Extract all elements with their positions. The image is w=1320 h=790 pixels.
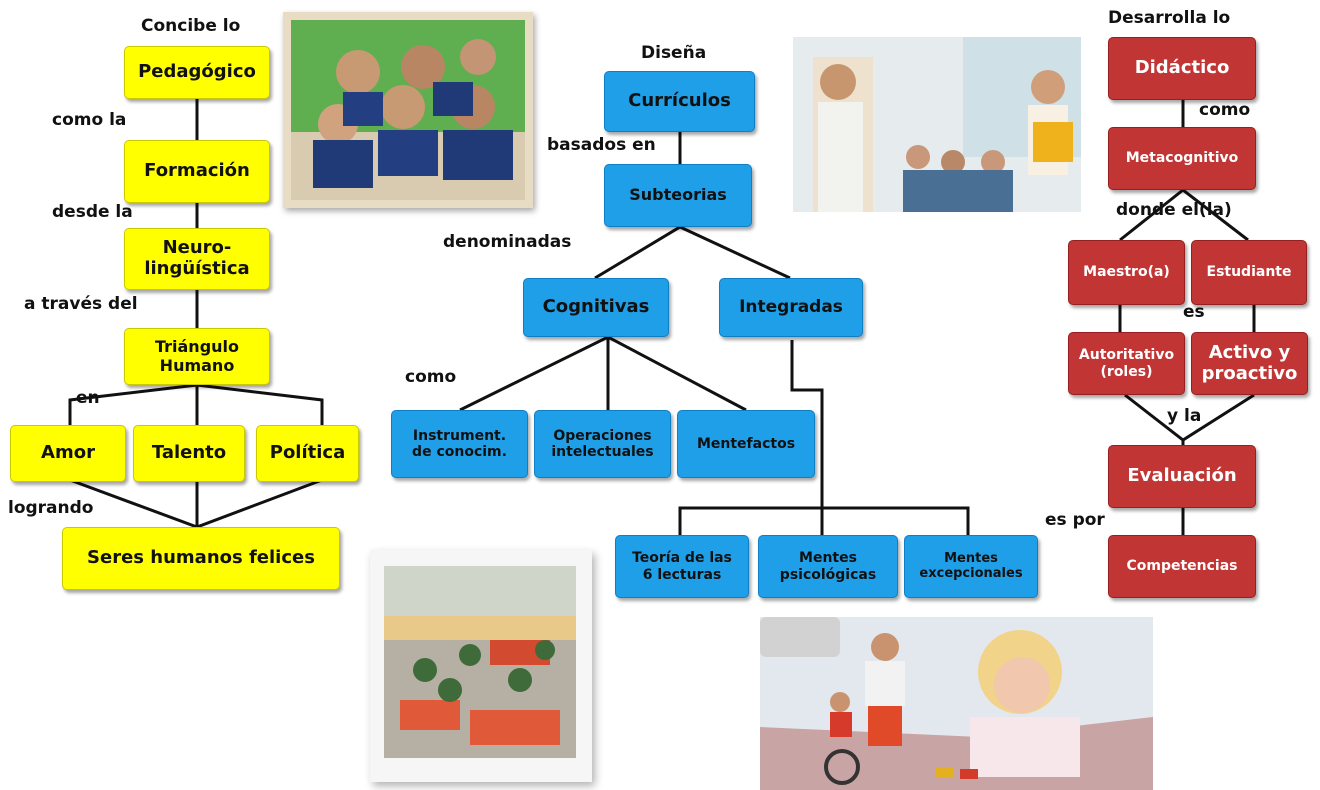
node-politica-label: Política	[269, 442, 346, 464]
node-triangulo-humano[interactable]: Triángulo Humano	[124, 328, 270, 385]
node-teoria-label: Teoría de las 6 lecturas	[632, 550, 732, 583]
y-la-label: y la	[1167, 406, 1202, 426]
logrando-label: logrando	[8, 498, 94, 518]
node-amor-label: Amor	[41, 442, 95, 464]
node-pedagogico-label: Pedagógico	[138, 61, 256, 83]
node-talento[interactable]: Talento	[133, 425, 245, 482]
como-label-center: como	[405, 367, 457, 387]
node-triangulo-label: Triángulo Humano	[154, 337, 240, 375]
node-mentes-psicologicas[interactable]: Mentes psicológicas	[758, 535, 898, 598]
node-neurolinguistica[interactable]: Neuro- lingüística	[124, 228, 270, 290]
node-talento-label: Talento	[151, 442, 227, 464]
node-curriculos-label: Currículos	[628, 90, 731, 112]
node-excepcionales-label: Mentes excepcionales	[919, 550, 1023, 581]
node-mentefactos-label: Mentefactos	[696, 435, 796, 452]
node-competencias[interactable]: Competencias	[1108, 535, 1256, 598]
node-subteorias-label: Subteorias	[629, 185, 727, 205]
node-instrumentos[interactable]: Instrument. de conocim.	[391, 410, 528, 478]
node-formacion-label: Formación	[144, 160, 250, 182]
classroom-photo-1	[283, 12, 533, 208]
node-formacion[interactable]: Formación	[124, 140, 270, 203]
node-curriculos[interactable]: Currículos	[604, 71, 755, 132]
node-estudiante[interactable]: Estudiante	[1191, 240, 1307, 305]
node-estudiante-label: Estudiante	[1206, 264, 1292, 281]
node-psicologicas-label: Mentes psicológicas	[779, 550, 877, 583]
node-integradas-label: Integradas	[739, 296, 843, 317]
node-seres-label: Seres humanos felices	[87, 547, 315, 569]
node-politica[interactable]: Política	[256, 425, 359, 482]
node-teoria-lecturas[interactable]: Teoría de las 6 lecturas	[615, 535, 749, 598]
node-cognitivas-label: Cognitivas	[542, 296, 650, 318]
desde-la-label: desde la	[52, 202, 133, 222]
teacher-students-photo	[793, 37, 1081, 212]
node-instrumentos-label: Instrument. de conocim.	[412, 427, 507, 460]
a-traves-label: a través del	[24, 294, 138, 314]
node-maestro[interactable]: Maestro(a)	[1068, 240, 1185, 305]
como-la-label: como la	[52, 110, 127, 130]
concibe-label: Concibe lo	[141, 16, 241, 36]
node-operaciones[interactable]: Operaciones intelectuales	[534, 410, 671, 478]
node-activo-proactivo[interactable]: Activo y proactivo	[1191, 332, 1308, 395]
es-label: es	[1183, 302, 1205, 322]
node-autoritativo[interactable]: Autoritativo (roles)	[1068, 332, 1185, 395]
classroom-photo-2	[370, 550, 592, 782]
node-didactico[interactable]: Didáctico	[1108, 37, 1256, 100]
node-cognitivas[interactable]: Cognitivas	[523, 278, 669, 337]
basados-en-label: basados en	[547, 135, 656, 155]
family-child-photo	[760, 617, 1153, 790]
node-competencias-label: Competencias	[1126, 558, 1238, 575]
denominadas-label: denominadas	[443, 232, 572, 252]
node-mentefactos[interactable]: Mentefactos	[677, 410, 815, 478]
node-pedagogico[interactable]: Pedagógico	[124, 46, 270, 99]
como-label-right: como	[1199, 100, 1251, 120]
node-integradas[interactable]: Integradas	[719, 278, 863, 337]
node-operaciones-label: Operaciones intelectuales	[551, 427, 654, 460]
desarrolla-label: Desarrolla lo	[1108, 8, 1231, 28]
donde-label: donde el(la)	[1116, 200, 1232, 220]
node-activo-label: Activo y proactivo	[1201, 341, 1298, 384]
node-metacognitivo[interactable]: Metacognitivo	[1108, 127, 1256, 190]
node-evaluacion[interactable]: Evaluación	[1108, 445, 1256, 508]
es-por-label: es por	[1045, 510, 1105, 530]
en-label: en	[76, 388, 100, 408]
disena-label: Diseña	[641, 43, 707, 63]
node-maestro-label: Maestro(a)	[1083, 264, 1170, 281]
node-didactico-label: Didáctico	[1134, 57, 1230, 79]
node-autoritativo-label: Autoritativo (roles)	[1078, 347, 1175, 380]
node-subteorias[interactable]: Subteorias	[604, 164, 752, 227]
node-amor[interactable]: Amor	[10, 425, 126, 482]
node-mentes-excepcionales[interactable]: Mentes excepcionales	[904, 535, 1038, 598]
node-evaluacion-label: Evaluación	[1127, 465, 1237, 487]
node-metacognitivo-label: Metacognitivo	[1125, 150, 1239, 167]
node-neurolinguistica-label: Neuro- lingüística	[144, 237, 250, 279]
node-seres-humanos[interactable]: Seres humanos felices	[62, 527, 340, 590]
